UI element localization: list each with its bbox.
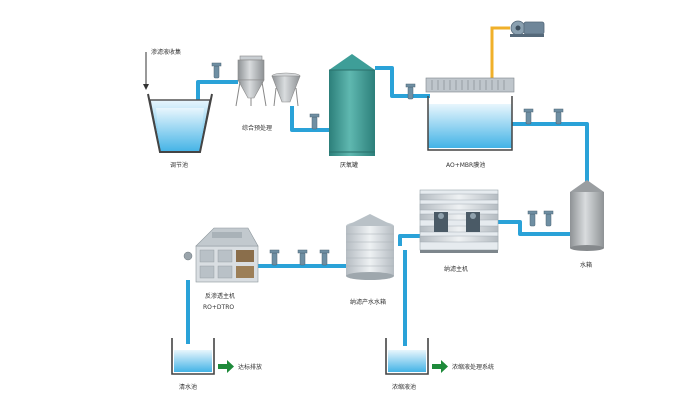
label-concentrate-system: 浓缩液处理系统 [452,364,495,371]
label-leachate-collection: 渗滤液收集 [151,49,182,56]
valve-icon [405,83,416,100]
pipe-anaerobic-to-mbr [375,66,430,98]
label-ao-mbr: AO+MBR膜池 [446,162,486,169]
anaerobic-tower [329,54,375,156]
label-nf-product-tank: 纳滤产水水箱 [350,299,387,306]
valve-icon [319,249,330,266]
clean-water-tank [171,338,215,375]
ao-mbr-tank [425,77,515,151]
valve-icon [297,249,308,266]
blower-icon [510,20,545,37]
valve-icon [211,62,222,79]
valve-icon [523,108,534,125]
gas-pipe [490,26,510,78]
pipe-water-tank-to-nf [496,220,573,236]
label-discharge: 达标排放 [238,364,263,371]
label-anaerobic-tower: 厌氧罐 [340,162,359,169]
label-pretreatment: 综合预处理 [242,125,273,132]
concentrate-tank [385,338,429,375]
regulating-tank [143,52,213,153]
valve-icon [309,113,320,130]
label-nf-main: 纳滤主机 [444,266,469,273]
label-ro-main-line1: 反渗透主机 [205,293,236,300]
valve-icon [543,210,554,227]
concentrate-arrow-icon [432,360,448,373]
valve-icon [269,249,280,266]
nf-main-unit [419,189,499,253]
valves [211,62,564,266]
pipe-mbr-to-water-tank [512,122,589,188]
ro-main-unit [183,227,259,283]
water-tank [570,180,604,251]
label-regulating-tank: 调节池 [170,162,189,169]
valve-icon [527,210,538,227]
nf-product-tank [346,214,394,280]
discharge-arrow-icon [218,360,234,373]
pipe-pretreatment-to-anaerobic [290,106,330,132]
pretreatment-unit [235,55,301,107]
label-clean-water-tank: 清水池 [179,384,198,391]
valve-icon [553,108,564,125]
inflow-arrow-icon [143,84,149,90]
pipe-nf-to-product-tank [398,234,426,246]
label-water-tank: 水箱 [580,262,593,269]
label-ro-main-line2: RO+DTRO [203,304,235,311]
label-concentrate-tank: 浓缩液池 [392,384,417,391]
pipe-network [186,66,589,346]
pipe-tank-to-pretreatment [196,80,238,104]
